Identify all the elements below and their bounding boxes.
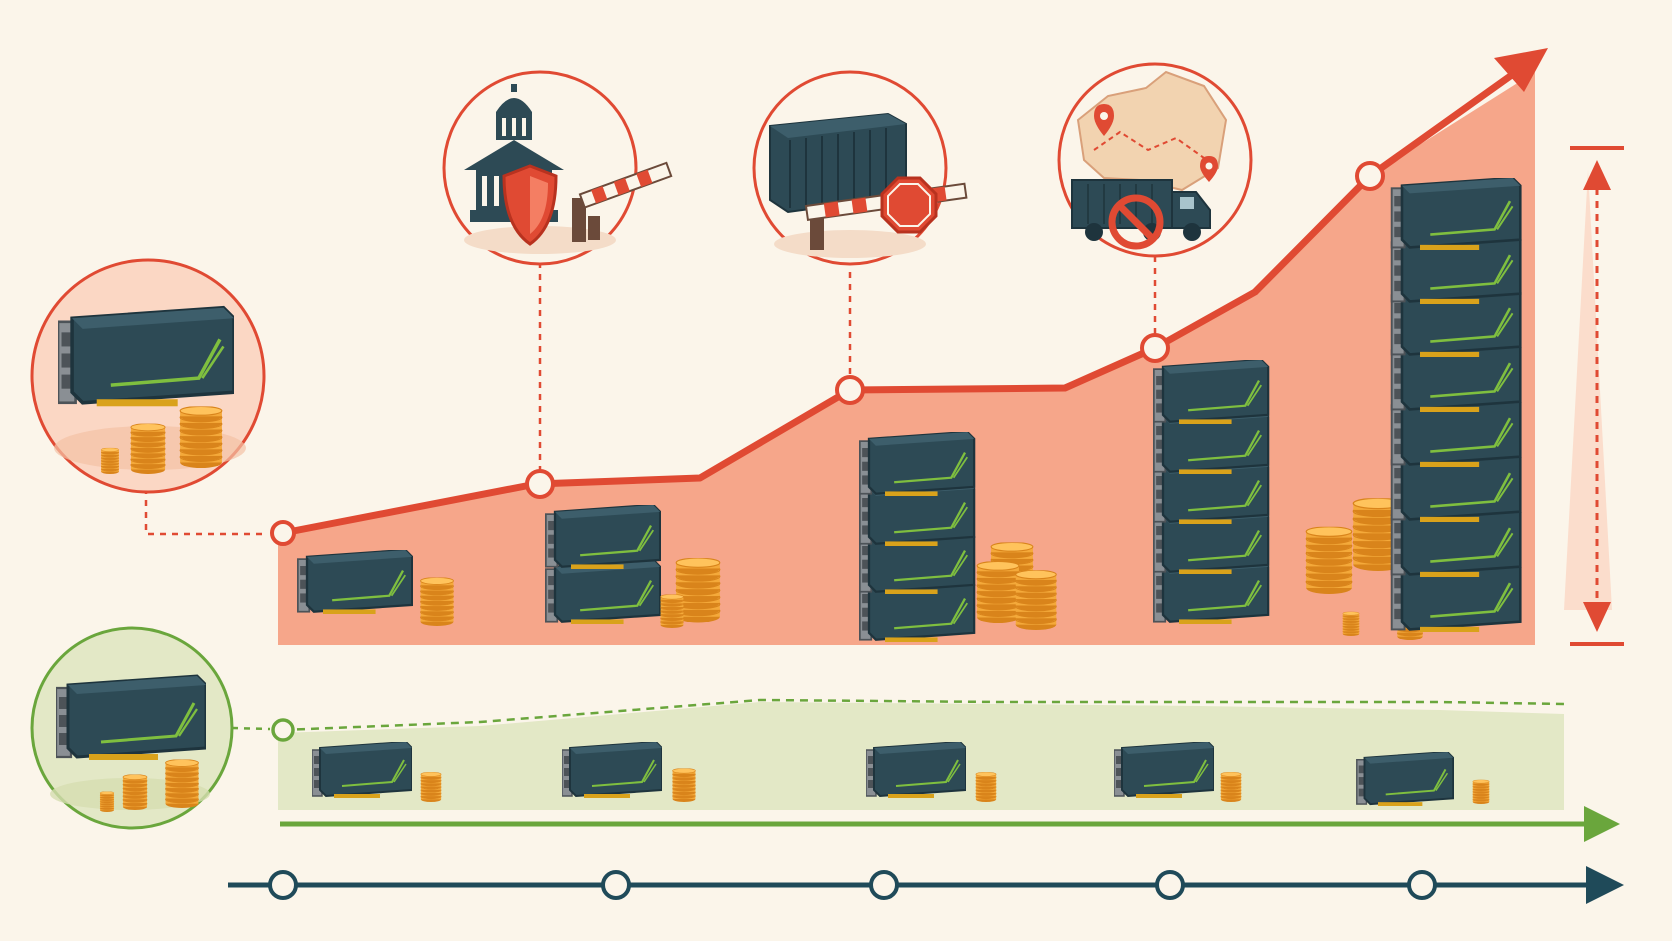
coin-stack-icon: [421, 577, 454, 626]
barrier-gate-icon: [572, 161, 673, 242]
coin-stack-icon: [1473, 780, 1489, 804]
gpu-card-icon: [1152, 360, 1270, 424]
rising-hardware-4: [1152, 360, 1270, 624]
gpu-card-icon: [545, 560, 661, 624]
rising-point-4: [1140, 333, 1170, 363]
coin-stack-icon: [1343, 612, 1359, 636]
coin-stack-icon: [977, 561, 1019, 623]
gpu-card-icon: [58, 308, 234, 407]
coin-stack-icon: [180, 406, 222, 468]
gpu-card-icon: [562, 742, 662, 798]
location-pin-icon: [1094, 104, 1218, 182]
gpu-card-icon: [1356, 752, 1454, 806]
rising-arrowhead: [1494, 48, 1548, 92]
flat-arrowhead: [1584, 806, 1620, 842]
timeline-point-4: [1155, 870, 1185, 900]
timeline-point-3: [869, 870, 899, 900]
gap-indicator: [1564, 146, 1624, 646]
coin-stack-icon: [1016, 570, 1057, 630]
milestone-connectors: [144, 256, 1157, 536]
flat-start-circle: [30, 626, 234, 830]
gpu-card-icon: [56, 674, 206, 762]
gpu-card-icon: [545, 505, 661, 569]
timeline: [228, 866, 1624, 904]
timeline-point-5: [1407, 870, 1437, 900]
milestone-logistics: [1057, 62, 1253, 258]
flat-point-start: [271, 718, 295, 742]
coin-stack-icon: [673, 768, 696, 802]
coin-stack-icon: [131, 424, 165, 474]
rising-point-5: [1355, 161, 1385, 191]
timeline-arrowhead: [1586, 866, 1624, 904]
coin-stack-icon: [166, 759, 199, 808]
coin-stack-icon: [1221, 772, 1241, 802]
gpu-card-icon: [866, 742, 966, 798]
shipping-container-icon: [769, 112, 907, 214]
coin-stack-icon: [661, 594, 684, 628]
flat-dashed-line: [282, 698, 1565, 732]
timeline-point-1: [268, 870, 298, 900]
stop-sign-icon: [880, 176, 938, 234]
rising-point-1: [270, 520, 296, 546]
coin-stack-icon: [976, 772, 996, 802]
coin-stack-icon: [421, 772, 441, 802]
coin-stack-icon: [1306, 527, 1352, 594]
milestone-trade: [752, 70, 968, 266]
coin-stack-icon: [100, 791, 114, 812]
gpu-card-icon: [297, 550, 413, 614]
gpu-card-icon: [1390, 178, 1522, 250]
milestone-policy: [442, 70, 673, 266]
prohibited-icon: [1108, 194, 1164, 250]
gpu-card-icon: [312, 742, 412, 798]
gpu-card-icon: [1114, 742, 1214, 798]
coin-stack-icon: [101, 448, 119, 474]
rising-point-2: [525, 469, 555, 499]
rising-start-circle: [30, 258, 266, 494]
timeline-point-2: [601, 870, 631, 900]
coin-stack-icon: [123, 775, 147, 810]
rising-cost-line: [279, 58, 1534, 537]
gpu-card-icon: [858, 432, 976, 496]
rising-point-3: [835, 375, 865, 405]
rising-points: [270, 161, 1385, 546]
map-icon: [1076, 70, 1228, 192]
